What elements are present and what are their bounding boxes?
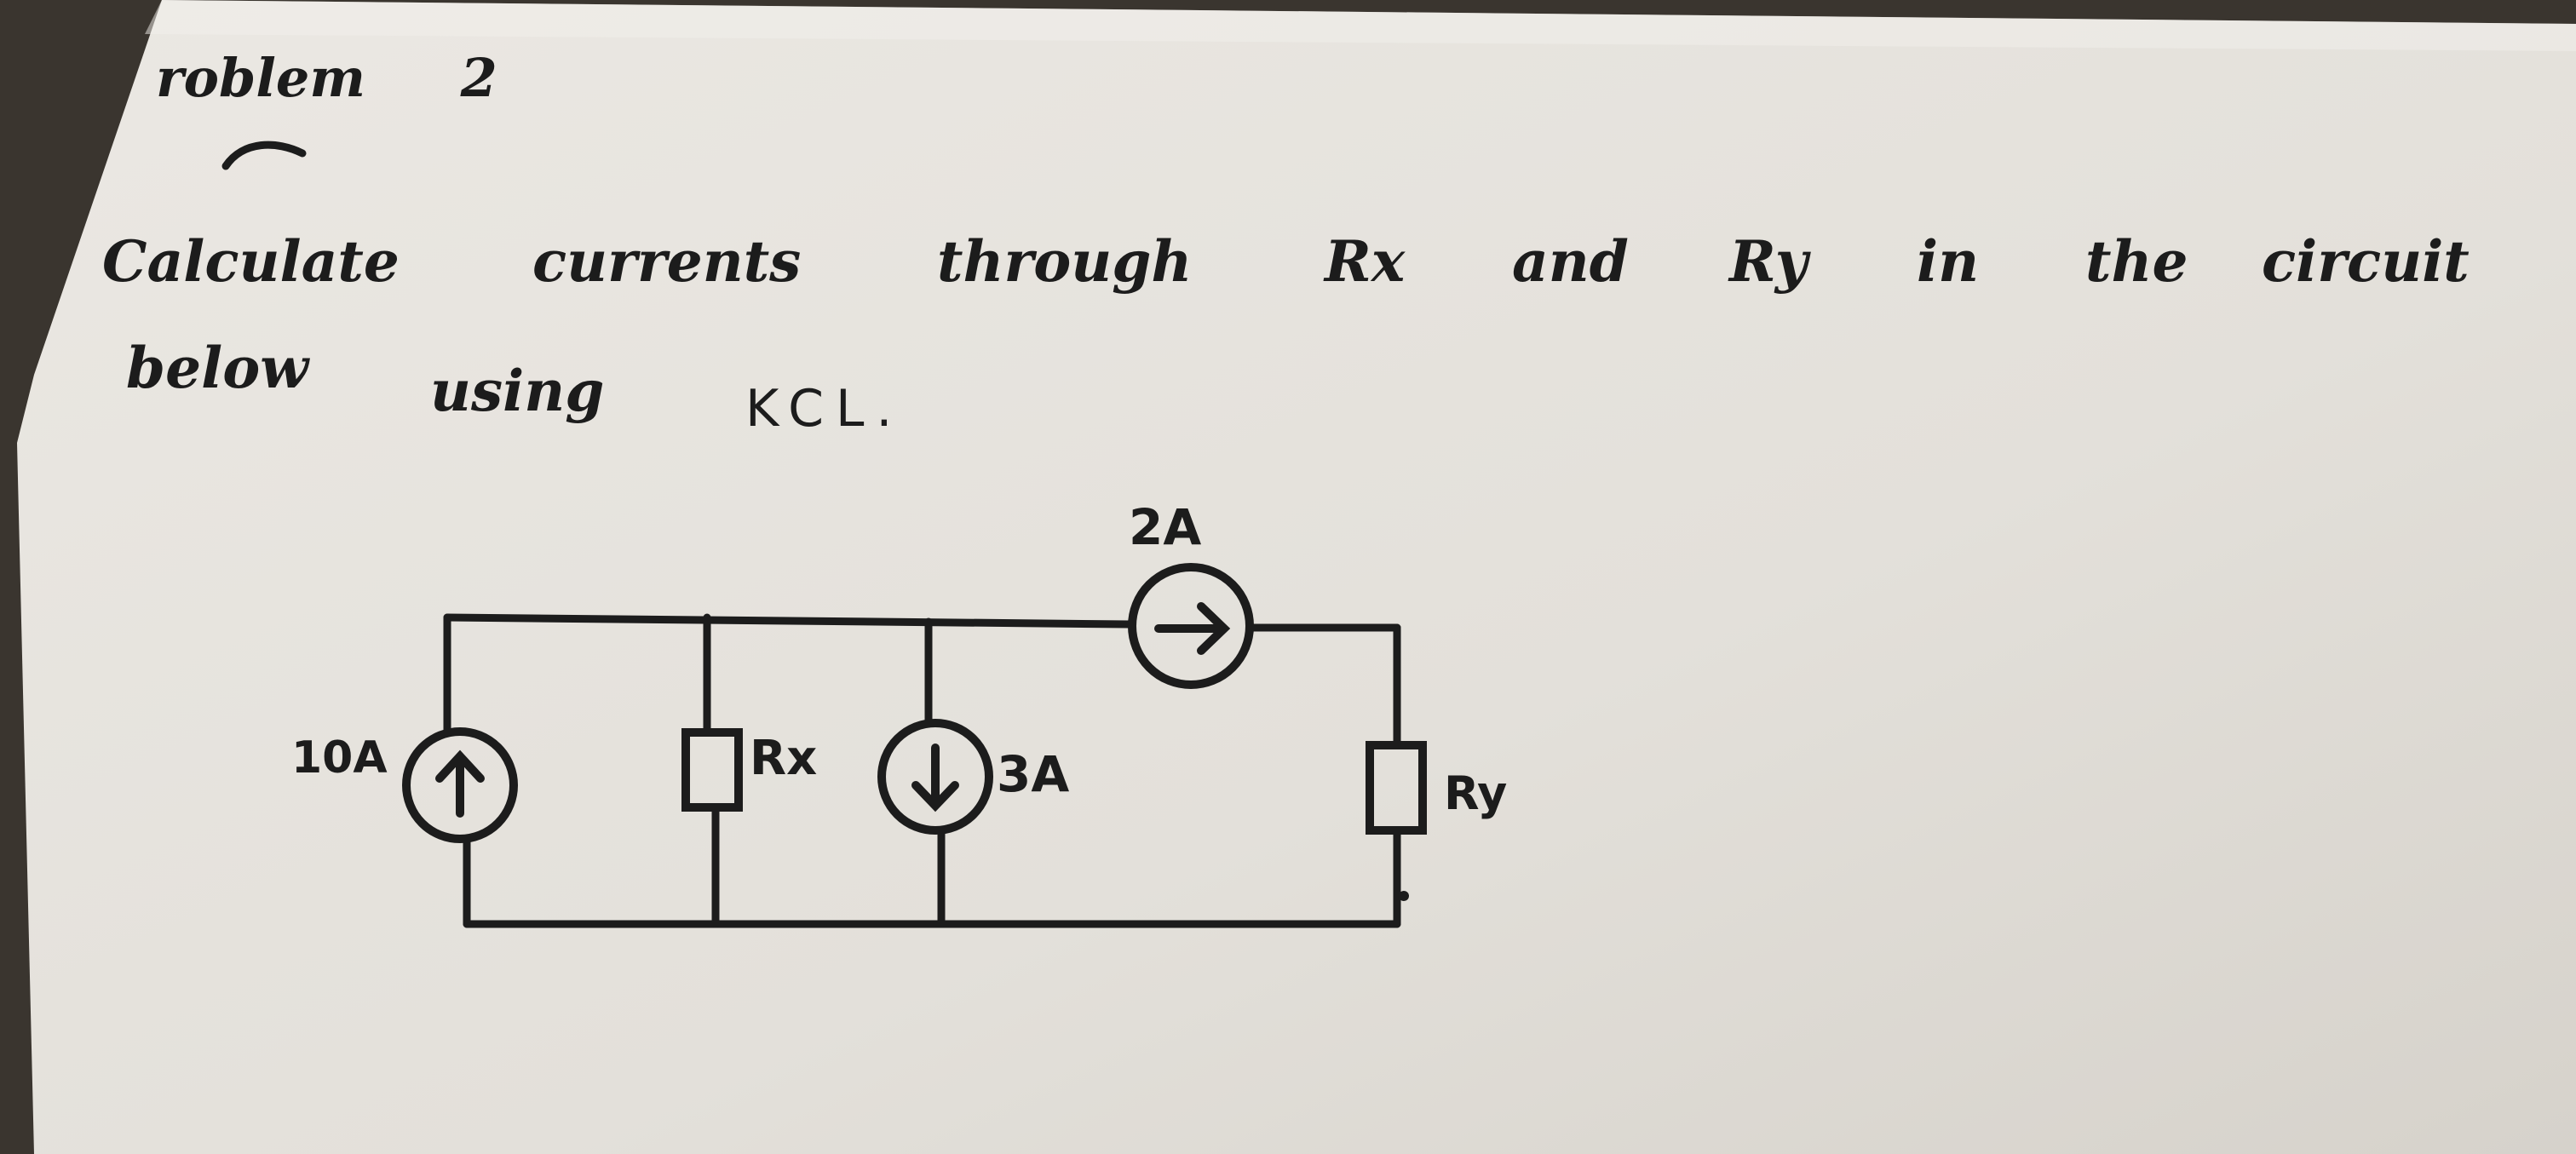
arrow-up-icon bbox=[435, 749, 485, 818]
label-2a: 2A bbox=[1129, 498, 1202, 556]
word-calculate: Calculate bbox=[102, 228, 400, 295]
word-below: below bbox=[126, 335, 309, 401]
label-3a: 3A bbox=[997, 745, 1070, 803]
problem-heading: roblem 2 bbox=[156, 47, 497, 109]
underline-mark bbox=[221, 141, 307, 170]
arrow-right-icon bbox=[1154, 602, 1231, 655]
arrow-down-icon bbox=[911, 743, 959, 812]
word-the: the bbox=[2085, 228, 2188, 295]
resistor-rx bbox=[681, 728, 743, 812]
label-10a: 10A bbox=[291, 732, 388, 784]
wire-top-left bbox=[443, 613, 1133, 629]
resistor-ry bbox=[1366, 741, 1427, 835]
word-using: using bbox=[430, 358, 605, 424]
wire-3a-branch bbox=[924, 617, 946, 928]
word-currents: currents bbox=[532, 228, 802, 295]
label-ry: Ry bbox=[1444, 766, 1508, 820]
heading-number: 2 bbox=[460, 47, 497, 109]
word-rx: Rx bbox=[1325, 228, 1406, 295]
word-kcl: KCL. bbox=[745, 379, 905, 439]
word-and: and bbox=[1512, 228, 1629, 295]
current-source-top bbox=[1128, 563, 1254, 689]
word-circuit: circuit bbox=[2262, 228, 2470, 295]
label-rx: Rx bbox=[750, 731, 818, 786]
wire-left-branch bbox=[443, 613, 471, 928]
current-source-middle bbox=[877, 719, 993, 835]
word-in: in bbox=[1917, 228, 1980, 295]
word-through: through bbox=[937, 228, 1193, 295]
wire-rx-branch bbox=[703, 613, 720, 928]
word-ry: Ry bbox=[1729, 228, 1808, 295]
heading-label: roblem bbox=[156, 47, 365, 109]
current-source-left bbox=[402, 727, 518, 843]
